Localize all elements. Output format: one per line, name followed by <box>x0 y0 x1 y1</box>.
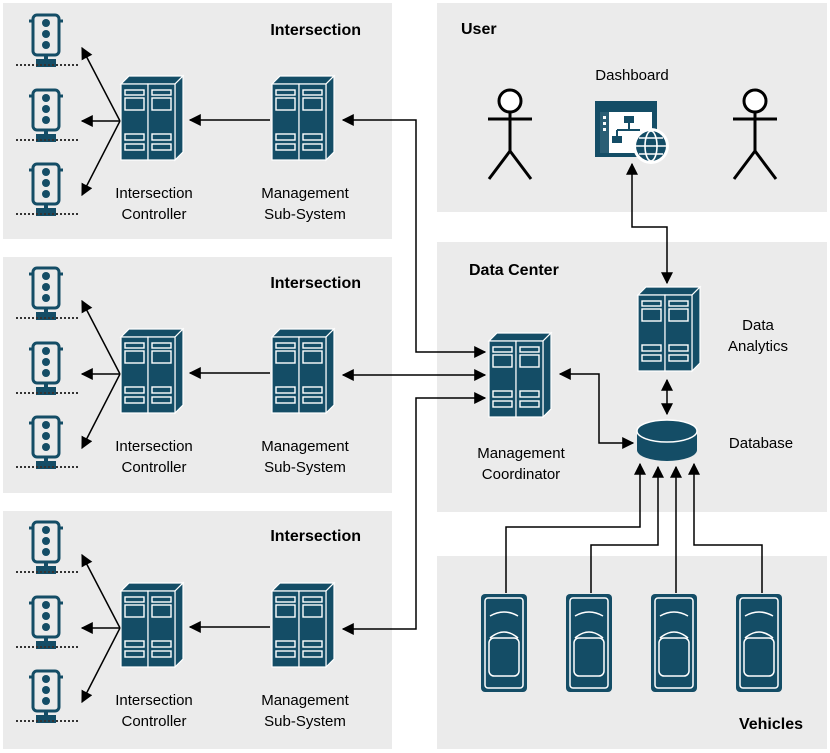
management-subsystem-server <box>270 74 336 162</box>
coordinator-database-link <box>558 368 635 449</box>
user-title: User <box>461 21 497 38</box>
mgmt-label-3b: Sub-System <box>264 713 346 730</box>
vehicle-icon <box>566 594 612 692</box>
intersection-labels: Intersection Controller Management Sub-S… <box>115 185 349 730</box>
controller-light-arrow <box>81 627 121 704</box>
intersection-group <box>16 520 336 723</box>
dashboard-label: Dashboard <box>595 67 668 84</box>
coordinator-server-icon <box>487 331 553 419</box>
management-subsystem-server <box>270 327 336 415</box>
analytics-label-a: Data <box>742 317 774 334</box>
traffic-light-icon <box>16 669 78 723</box>
vehicle2-database-link <box>590 465 664 593</box>
user-left-icon <box>487 88 533 180</box>
intersection-title-2: Intersection <box>270 275 361 292</box>
user-right-icon <box>732 88 778 180</box>
controller-light-arrow <box>81 373 121 450</box>
coordinator-mgmt1-link <box>341 114 487 358</box>
vehicle1-database-link <box>505 462 646 593</box>
traffic-light-icon <box>16 13 78 67</box>
controller-label-2a: Intersection <box>115 438 193 455</box>
traffic-light-icon <box>16 341 78 395</box>
intersection-controller-server <box>119 581 185 669</box>
vehicle-icon <box>651 594 697 692</box>
controller-label-3a: Intersection <box>115 692 193 709</box>
mgmt-label-2b: Sub-System <box>264 459 346 476</box>
analytics-server <box>636 285 702 373</box>
database-label: Database <box>729 435 793 452</box>
mgmt-label-3a: Management <box>261 692 349 709</box>
intersection-title-1: Intersection <box>270 22 361 39</box>
controller-light-arrow <box>81 553 121 629</box>
controller-label-1b: Controller <box>121 206 186 223</box>
controller-label-2b: Controller <box>121 459 186 476</box>
vehicle-icon <box>481 594 527 692</box>
data-center-title: Data Center <box>469 262 559 279</box>
traffic-light-icon <box>16 520 78 574</box>
traffic-light-icon <box>16 595 78 649</box>
management-subsystem-server <box>270 581 336 669</box>
mgmt-label-1b: Sub-System <box>264 206 346 223</box>
vehicles-group <box>481 594 782 692</box>
coordinator-label-a: Management <box>477 445 565 462</box>
connectors <box>341 114 763 635</box>
traffic-light-icon <box>16 415 78 469</box>
controller-label-1a: Intersection <box>115 185 193 202</box>
vehicle-icon <box>736 594 782 692</box>
intersection-controller-server <box>119 74 185 162</box>
mgmt-label-1a: Management <box>261 185 349 202</box>
mgmt-label-2a: Management <box>261 438 349 455</box>
traffic-light-icon <box>16 162 78 216</box>
coordinator-mgmt3-link <box>341 392 487 635</box>
intersection-title-3: Intersection <box>270 528 361 545</box>
controller-light-arrow <box>81 46 121 122</box>
controller-light-arrow <box>81 120 121 197</box>
dashboard-analytics-link <box>626 162 673 285</box>
traffic-light-icon <box>16 88 78 142</box>
traffic-light-icon <box>16 266 78 320</box>
vehicle4-database-link <box>688 462 763 593</box>
database-icon <box>636 419 698 461</box>
intersection-group <box>16 266 336 469</box>
coordinator-server <box>487 331 553 419</box>
vehicles-title: Vehicles <box>739 716 803 733</box>
dashboard-icon <box>595 101 669 164</box>
intersection-group <box>16 13 336 216</box>
controller-label-3b: Controller <box>121 713 186 730</box>
intersection-groups <box>16 13 336 723</box>
coordinator-label-b: Coordinator <box>482 466 560 483</box>
controller-light-arrow <box>81 299 121 375</box>
intersection-controller-server <box>119 327 185 415</box>
analytics-label-b: Analytics <box>728 338 788 355</box>
analytics-server-icon <box>636 285 702 373</box>
